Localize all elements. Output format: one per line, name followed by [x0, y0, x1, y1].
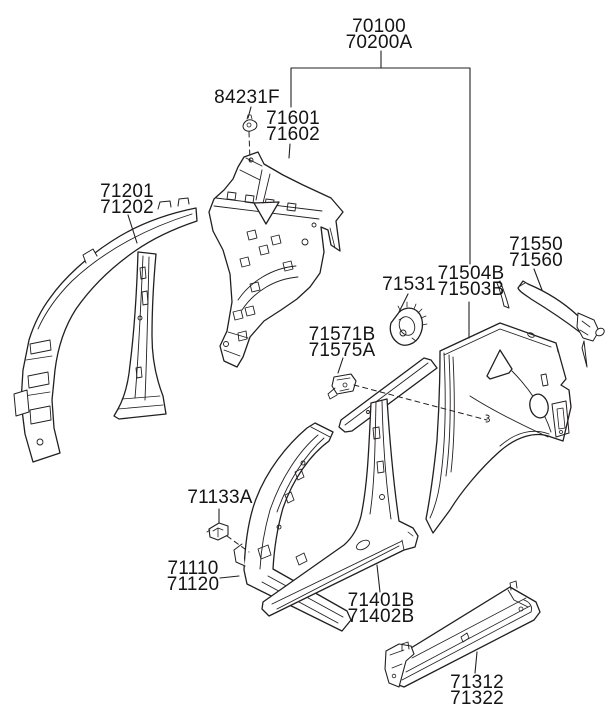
part-number: 70200A — [345, 32, 413, 53]
part-number: 71531 — [382, 274, 436, 295]
label-fastener: 84231F — [214, 87, 280, 108]
part-number: 71503B — [437, 279, 505, 300]
part-number: 70100 — [352, 16, 406, 37]
label-assembly: 70100 70200A — [345, 16, 413, 53]
part-fuel-filler-housing-drawing — [389, 301, 428, 346]
label-rail-bracket: 71571B 71575A — [308, 324, 376, 361]
bracket-71571-drawing — [327, 373, 357, 400]
part-number: 71401B — [347, 590, 415, 611]
label-side-sill: 71312 71322 — [450, 672, 504, 709]
assembly-bracket-line — [288, 50, 471, 265]
part-number: 71322 — [450, 688, 504, 709]
label-pillar-clip: 71133A — [187, 487, 253, 508]
part-number: 71202 — [100, 197, 154, 218]
dashed-leader-lines — [226, 131, 488, 553]
part-number: 71402B — [347, 606, 415, 627]
quarter-rear-tip-sliver — [496, 280, 510, 309]
part-number: 71312 — [450, 672, 504, 693]
part-roof-side-rail-drawing — [13, 197, 198, 463]
label-rear-rail-extension: 71550 71560 — [509, 234, 563, 271]
part-number: 71560 — [509, 250, 563, 271]
leader-lines — [127, 106, 543, 674]
label-quarter-inner: 71601 71602 — [266, 108, 320, 145]
part-number: 84231F — [214, 87, 280, 108]
part-quarter-outer-drawing — [425, 322, 572, 534]
part-number: 71133A — [187, 487, 253, 508]
part-number: 71571B — [308, 324, 376, 345]
part-center-pillar-drawing — [261, 357, 438, 617]
part-number: 71602 — [266, 124, 320, 145]
part-rear-rail-extension-drawing — [517, 280, 605, 368]
label-front-pillar: 71110 71120 — [166, 558, 220, 595]
part-side-sill-drawing — [384, 580, 541, 688]
label-center-pillar: 71401B 71402B — [347, 590, 415, 627]
part-number: 71110 — [167, 558, 219, 579]
part-number: 71504B — [437, 263, 505, 284]
part-number: 71575A — [308, 340, 376, 361]
label-roof-side-rail: 71201 71202 — [100, 181, 154, 218]
clip-71133-drawing — [206, 522, 229, 541]
part-quarter-inner-drawing — [208, 151, 344, 368]
label-quarter-outer: 71504B 71503B — [437, 263, 505, 300]
part-number: 71120 — [166, 574, 220, 595]
part-number: 71550 — [509, 234, 563, 255]
part-number: 71201 — [100, 181, 154, 202]
part-number: 71601 — [266, 108, 320, 129]
part-front-pillar-drawing — [233, 422, 352, 632]
fastener-84231F-drawing — [242, 114, 258, 132]
weld-symbol — [485, 414, 490, 423]
label-fuel-filler-housing: 71531 — [382, 274, 436, 295]
